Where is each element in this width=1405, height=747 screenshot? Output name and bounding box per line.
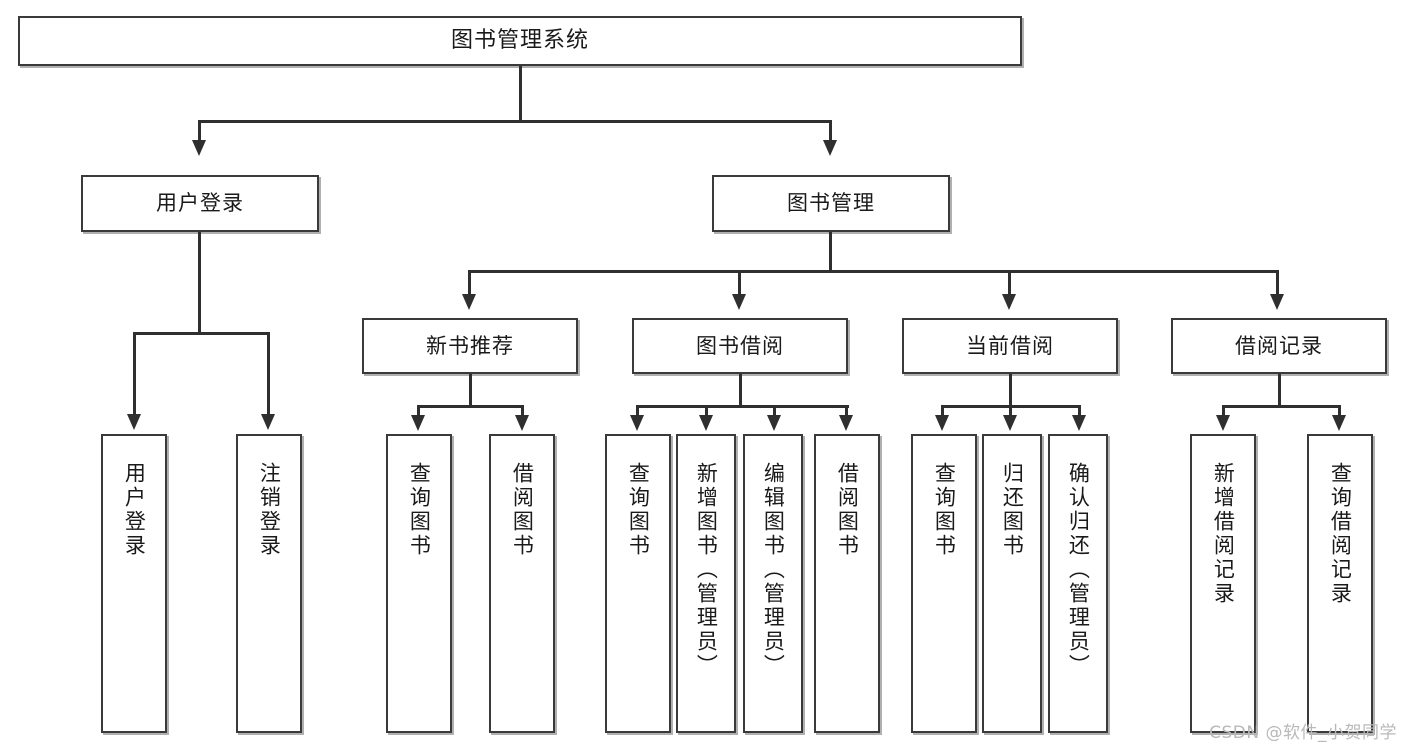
leaf-new-book-borrow[interactable]: 借阅图书 (489, 434, 555, 733)
connector-book-borrow-c3 (773, 405, 776, 419)
leaf-logout[interactable]: 注销登录 (236, 434, 302, 733)
node-book-management-label: 图书管理 (787, 191, 875, 216)
node-book-borrow[interactable]: 图书借阅 (632, 318, 848, 374)
leaf-user-login-label: 用户登录 (122, 462, 147, 558)
connector-book-borrow-c4 (845, 405, 848, 419)
leaf-edit-book-admin-label: 编辑图书（管理员） (761, 462, 786, 678)
node-user-login-label: 用户登录 (156, 191, 244, 216)
node-root-label: 图书管理系统 (450, 28, 589, 54)
connector-book-borrow-bar (636, 405, 849, 408)
arrow-new-book-c1 (411, 415, 425, 431)
connector-new-book-c1 (417, 405, 420, 419)
arrow-current-borrow-c3 (1072, 415, 1086, 431)
connector-user-login-stem (198, 232, 201, 334)
connector-book-mgmt-c1 (468, 270, 471, 298)
connector-root-to-user-login (198, 120, 201, 144)
leaf-current-query-book[interactable]: 查询图书 (911, 434, 977, 733)
node-user-login[interactable]: 用户登录 (81, 175, 319, 232)
arrow-user-login-child1 (127, 414, 141, 430)
leaf-query-borrow-record[interactable]: 查询借阅记录 (1307, 434, 1373, 733)
leaf-logout-label: 注销登录 (257, 462, 282, 558)
node-current-borrow-label: 当前借阅 (966, 333, 1054, 358)
leaf-edit-book-admin[interactable]: 编辑图书（管理员） (743, 434, 803, 733)
arrow-root-to-book-mgmt (823, 140, 837, 156)
connector-borrow-record-bar (1222, 405, 1341, 408)
connector-root-to-book-mgmt (829, 120, 832, 144)
leaf-confirm-return-admin-label: 确认归还（管理员） (1066, 462, 1091, 678)
connector-new-book-c2 (521, 405, 524, 419)
connector-borrow-record-c1 (1222, 405, 1225, 419)
node-borrow-record-label: 借阅记录 (1235, 333, 1323, 358)
leaf-query-borrow-record-label: 查询借阅记录 (1328, 462, 1353, 606)
connector-user-login-child2 (267, 332, 270, 418)
connector-book-mgmt-stem (829, 232, 832, 272)
arrow-book-borrow-c2 (699, 415, 713, 431)
arrow-book-borrow-c4 (839, 415, 853, 431)
leaf-new-book-query[interactable]: 查询图书 (386, 434, 452, 733)
arrow-new-book-c2 (515, 415, 529, 431)
node-new-book-recommend[interactable]: 新书推荐 (362, 318, 578, 374)
arrow-book-borrow-c3 (767, 415, 781, 431)
connector-book-borrow-c2 (705, 405, 708, 419)
connector-user-login-child1 (133, 332, 136, 418)
arrow-book-borrow-c1 (630, 415, 644, 431)
leaf-borrow-query-book[interactable]: 查询图书 (605, 434, 671, 733)
leaf-add-borrow-record-label: 新增借阅记录 (1211, 462, 1236, 606)
arrow-book-mgmt-c1 (462, 294, 476, 310)
node-book-management[interactable]: 图书管理 (712, 175, 950, 232)
connector-book-mgmt-c3 (1008, 270, 1011, 298)
connector-book-borrow-c1 (636, 405, 639, 419)
connector-current-borrow-stem (1009, 374, 1012, 408)
leaf-borrow-book-label: 借阅图书 (835, 462, 860, 558)
connector-new-book-stem (469, 374, 472, 408)
leaf-new-book-borrow-label: 借阅图书 (510, 462, 535, 558)
node-new-book-recommend-label: 新书推荐 (426, 333, 514, 358)
connector-book-mgmt-c4 (1276, 270, 1279, 298)
leaf-new-book-query-label: 查询图书 (407, 462, 432, 558)
leaf-return-book-label: 归还图书 (1000, 462, 1025, 558)
arrow-book-mgmt-c4 (1270, 294, 1284, 310)
leaf-borrow-query-book-label: 查询图书 (626, 462, 651, 558)
connector-borrow-record-stem (1278, 374, 1281, 408)
node-root[interactable]: 图书管理系统 (18, 16, 1022, 66)
leaf-return-book[interactable]: 归还图书 (982, 434, 1042, 733)
arrow-book-mgmt-c3 (1002, 294, 1016, 310)
arrow-root-to-user-login (192, 140, 206, 156)
connector-book-borrow-stem (739, 374, 742, 408)
arrow-borrow-record-c2 (1332, 415, 1346, 431)
connector-user-login-bar (133, 332, 270, 335)
connector-current-borrow-c2 (1009, 405, 1012, 419)
arrow-user-login-child2 (261, 414, 275, 430)
leaf-add-borrow-record[interactable]: 新增借阅记录 (1190, 434, 1256, 733)
connector-current-borrow-c1 (941, 405, 944, 419)
connector-current-borrow-c3 (1078, 405, 1081, 419)
leaf-borrow-book[interactable]: 借阅图书 (814, 434, 880, 733)
leaf-add-book-admin-label: 新增图书（管理员） (694, 462, 719, 678)
arrow-borrow-record-c1 (1216, 415, 1230, 431)
leaf-current-query-book-label: 查询图书 (932, 462, 957, 558)
connector-new-book-bar (417, 405, 524, 408)
connector-root-stem (519, 66, 522, 122)
leaf-user-login[interactable]: 用户登录 (101, 434, 167, 733)
leaf-add-book-admin[interactable]: 新增图书（管理员） (676, 434, 736, 733)
connector-book-mgmt-bar (468, 270, 1279, 273)
arrow-current-borrow-c1 (935, 415, 949, 431)
connector-borrow-record-c2 (1338, 405, 1341, 419)
node-book-borrow-label: 图书借阅 (696, 333, 784, 358)
leaf-confirm-return-admin[interactable]: 确认归还（管理员） (1048, 434, 1108, 733)
connector-root-bar (198, 120, 831, 123)
connector-book-mgmt-c2 (738, 270, 741, 298)
arrow-book-mgmt-c2 (732, 294, 746, 310)
arrow-current-borrow-c2 (1003, 415, 1017, 431)
node-borrow-record[interactable]: 借阅记录 (1171, 318, 1387, 374)
node-current-borrow[interactable]: 当前借阅 (902, 318, 1118, 374)
